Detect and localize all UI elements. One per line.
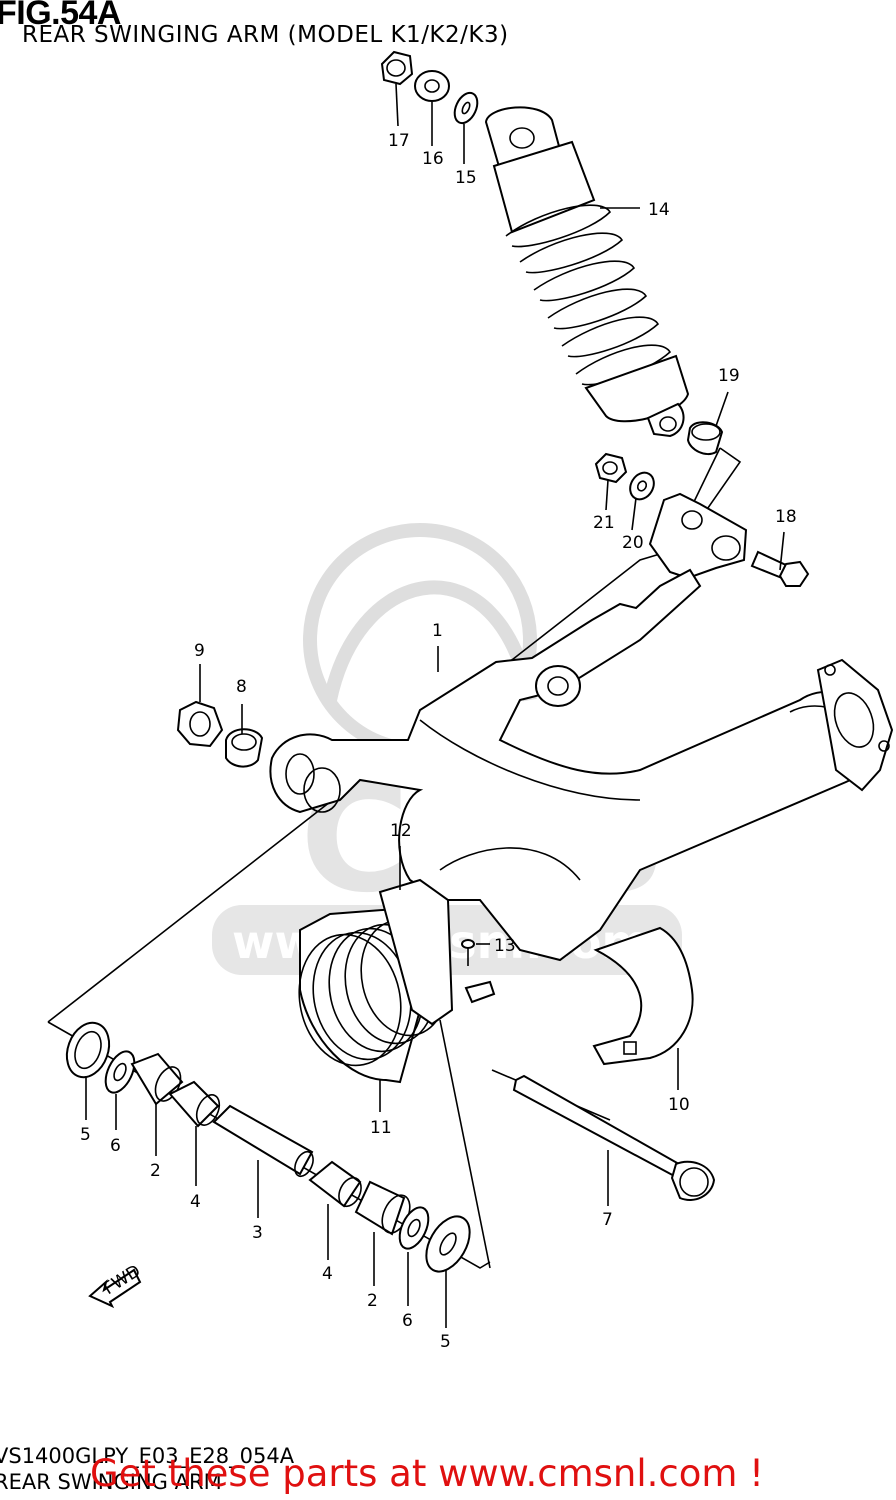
callout-9: 9 (194, 641, 205, 661)
callout-13: 13 (494, 936, 516, 956)
callout-5-left: 5 (80, 1125, 91, 1145)
callout-10: 10 (668, 1095, 690, 1115)
promo-link[interactable]: Get these parts at www.cmsnl.com ! (90, 1452, 765, 1495)
part-1-swinging-arm (269, 568, 894, 962)
callout-18: 18 (775, 507, 797, 527)
part-3-pivot-sleeve (212, 1104, 314, 1178)
callout-19: 19 (718, 366, 740, 386)
part-12-band (378, 878, 454, 1026)
part-15-washer (453, 91, 479, 125)
part-5-dust-seal-right (425, 1215, 471, 1273)
drawing-code: VS1400GLPY_E03_E28_054A (0, 1444, 295, 1468)
callout-6-right: 6 (402, 1311, 413, 1331)
callout-11: 11 (370, 1118, 392, 1138)
callout-21: 21 (593, 513, 615, 533)
part-7-pivot-bolt (512, 1074, 716, 1201)
shock-mount-bracket (648, 492, 748, 580)
callout-8: 8 (236, 677, 247, 697)
part-17-nut (380, 50, 414, 86)
callout-6-left: 6 (110, 1136, 121, 1156)
part-20-washer (629, 471, 655, 501)
callout-16: 16 (422, 149, 444, 169)
callout-7: 7 (602, 1210, 613, 1230)
callout-1: 1 (432, 621, 443, 641)
part-14-shock-absorber (484, 106, 690, 438)
part-21-nut (594, 452, 628, 484)
callout-3: 3 (252, 1223, 263, 1243)
callout-4-left: 4 (190, 1192, 201, 1212)
part-10-cover (592, 926, 694, 1066)
part-4-spacer-left (168, 1080, 221, 1128)
part-19-collar (686, 421, 724, 456)
callout-17: 17 (388, 131, 410, 151)
part-2-bearing-left (130, 1052, 184, 1106)
callout-2-right: 2 (367, 1291, 378, 1311)
part-16-collar (414, 70, 450, 102)
clamp-tab (464, 980, 496, 1004)
part-5-dust-seal-left (65, 1021, 111, 1079)
figure-number: FIG.54A (0, 0, 121, 32)
drawing-name: REAR SWINGING ARM (0, 1470, 222, 1494)
fwd-direction-arrow: FWD (88, 1261, 144, 1309)
callout-labels: 17 16 15 14 19 21 20 18 1 9 8 12 13 11 1… (80, 131, 797, 1352)
callout-14: 14 (648, 200, 670, 220)
part-8-collar (225, 728, 264, 768)
part-4-spacer-right (308, 1160, 362, 1208)
part-6-washer-right (398, 1206, 430, 1250)
callout-12: 12 (390, 821, 412, 841)
callout-15: 15 (455, 168, 477, 188)
callout-20: 20 (622, 533, 644, 553)
figure-title: REAR SWINGING ARM (MODEL K1/K2/K3) (22, 22, 509, 48)
callout-leader-lines (85, 83, 785, 1328)
callout-2-left: 2 (150, 1161, 161, 1181)
callout-4-right: 4 (322, 1264, 333, 1284)
part-18-bolt (750, 550, 810, 587)
part-9-lock-nut (176, 700, 224, 748)
callout-5-right: 5 (440, 1332, 451, 1352)
part-13-screw (461, 939, 475, 966)
part-6-washer-left (104, 1050, 136, 1094)
